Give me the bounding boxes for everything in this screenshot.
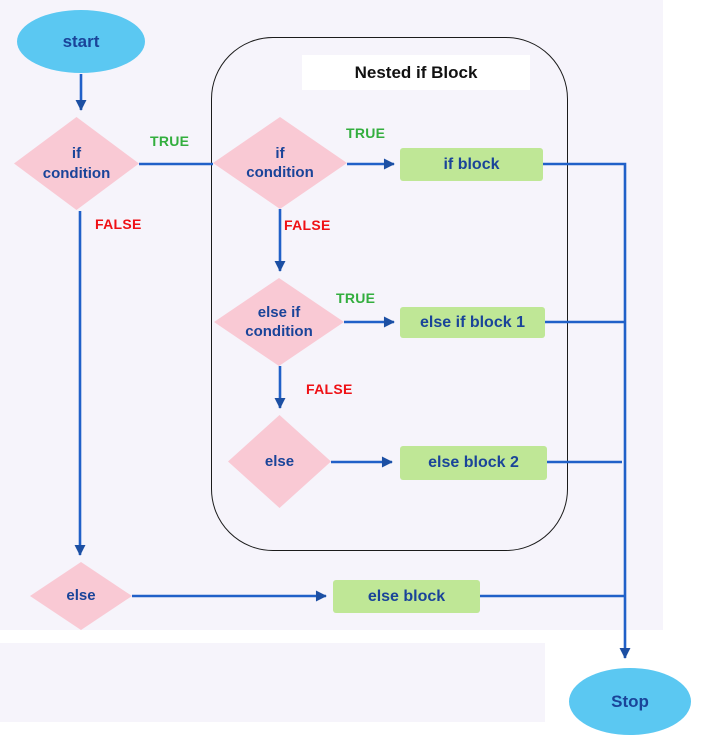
label-false-nested: FALSE [284, 217, 331, 233]
decision-if-nested-line2: condition [246, 164, 314, 181]
background-lower [0, 643, 545, 722]
label-true-else-if: TRUE [336, 290, 376, 306]
process-if-block: if block [400, 148, 543, 181]
process-else-block: else block [333, 580, 480, 613]
stop-terminal: Stop [569, 668, 691, 735]
label-false-outer: FALSE [95, 216, 142, 232]
label-true-outer: TRUE [150, 133, 190, 149]
label-true-nested: TRUE [346, 125, 386, 141]
start-terminal: start [17, 10, 145, 73]
nested-if-title: Nested if Block [302, 55, 530, 90]
decision-if-nested-line1: if [275, 144, 285, 162]
label-false-else-if: FALSE [306, 381, 353, 397]
process-else-if-block-1: else if block 1 [400, 307, 545, 338]
decision-if-outer-line1: if [71, 145, 82, 162]
process-else-block-2-label: else block 2 [428, 454, 519, 471]
process-else-block-2: else block 2 [400, 446, 547, 480]
process-if-block-label: if block [443, 155, 500, 173]
stop-label: Stop [611, 691, 649, 711]
process-else-block-label: else block [367, 587, 446, 605]
start-label: start [62, 31, 100, 51]
decision-else-inner-label: else [264, 452, 295, 470]
process-else-if-block-1-label: else if block 1 [420, 313, 525, 331]
decision-else-outer-label: else [66, 587, 96, 605]
decision-if-outer-line2: condition [42, 164, 111, 182]
decision-else-if-line2: condition [245, 323, 313, 340]
decision-else-if-line1: else if [257, 303, 301, 321]
